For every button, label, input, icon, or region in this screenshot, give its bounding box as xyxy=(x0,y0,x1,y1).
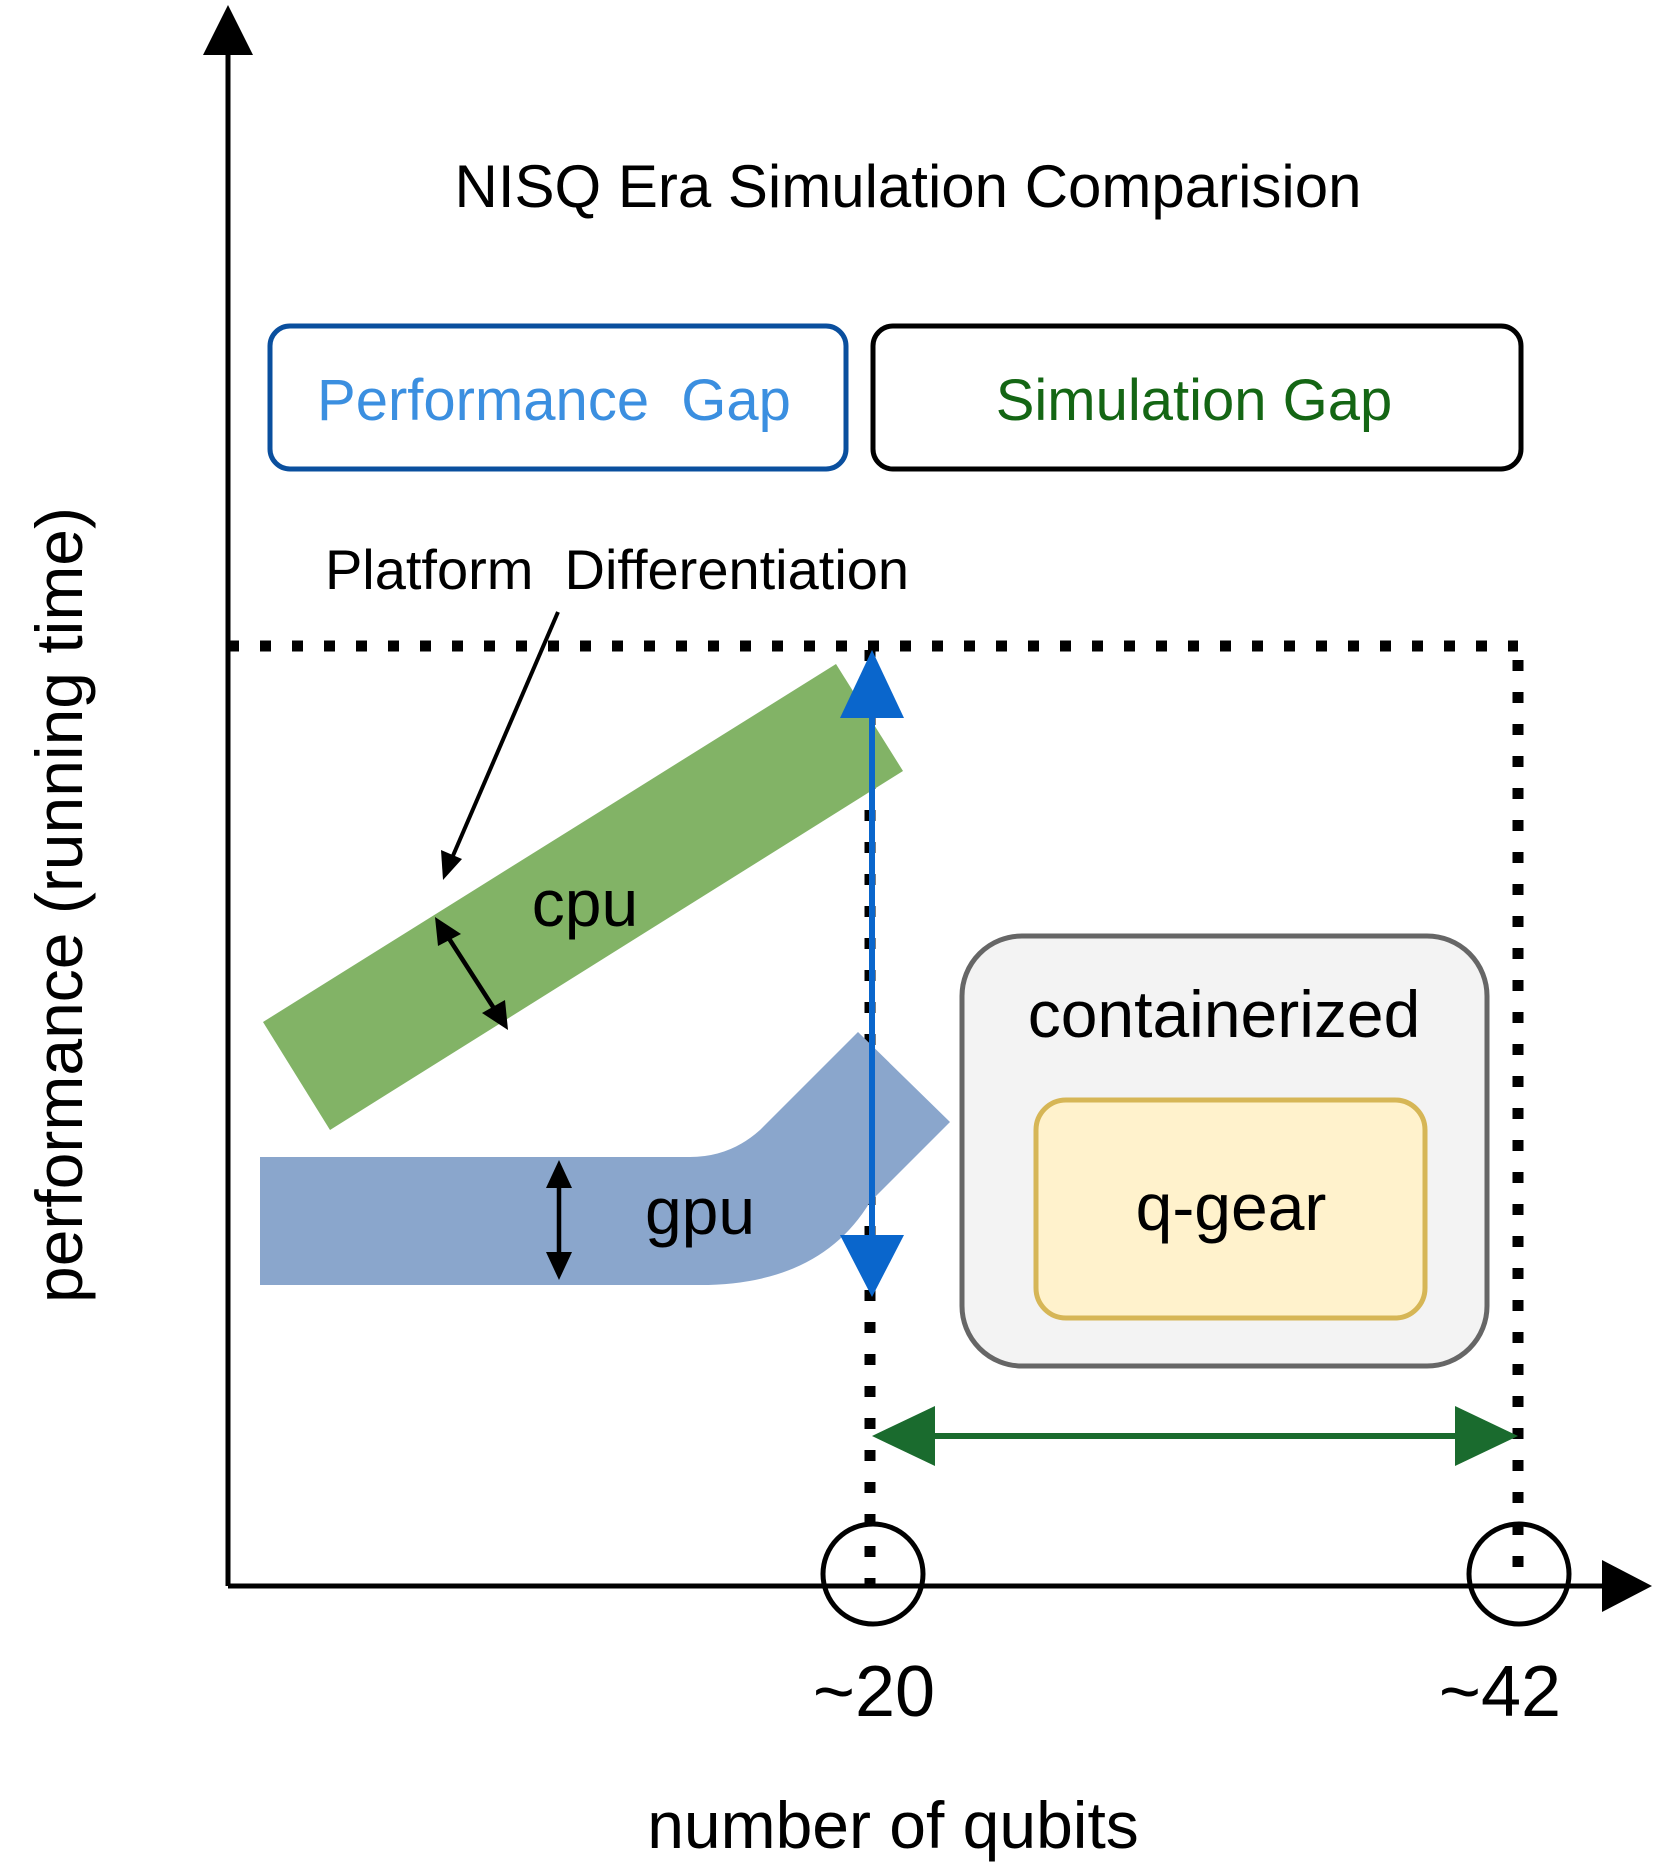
platform-differentiation-label: Platform Differentiation xyxy=(325,538,909,601)
cpu-label: cpu xyxy=(532,866,638,940)
simulation-gap-arrow xyxy=(872,1406,1518,1466)
gpu-label: gpu xyxy=(645,1174,755,1248)
platform-differentiation-arrow xyxy=(441,611,560,880)
gpu-band xyxy=(260,1032,950,1285)
q-gear-box xyxy=(1033,1097,1428,1321)
gpu-width-arrow xyxy=(546,1160,572,1280)
tick-label-20: ~20 xyxy=(813,1652,935,1732)
cpu-band xyxy=(263,664,903,1130)
x-axis-label: number of qubits xyxy=(647,1788,1139,1862)
diagram-title: NISQ Era Simulation Comparision xyxy=(454,153,1361,220)
simulation-gap-label: Simulation Gap xyxy=(996,368,1393,433)
simulation-gap-box xyxy=(870,323,1524,472)
simulation-boundary xyxy=(228,640,1524,1586)
containerized-label: containerized xyxy=(1028,977,1421,1051)
y-axis-label: performance (running time) xyxy=(22,507,96,1303)
performance-gap-arrow xyxy=(840,650,904,1297)
performance-gap-label: Performance Gap xyxy=(317,368,791,433)
tick-label-42: ~42 xyxy=(1439,1652,1561,1732)
tick-circle-20 xyxy=(820,1521,926,1627)
performance-gap-box xyxy=(267,323,849,472)
tick-circle-42 xyxy=(1466,1521,1572,1627)
q-gear-label: q-gear xyxy=(1136,1170,1327,1244)
y-axis-arrowhead xyxy=(203,5,253,55)
cpu-width-arrow xyxy=(435,917,508,1030)
x-axis-arrowhead xyxy=(1602,1560,1652,1612)
axes xyxy=(203,5,1652,1612)
